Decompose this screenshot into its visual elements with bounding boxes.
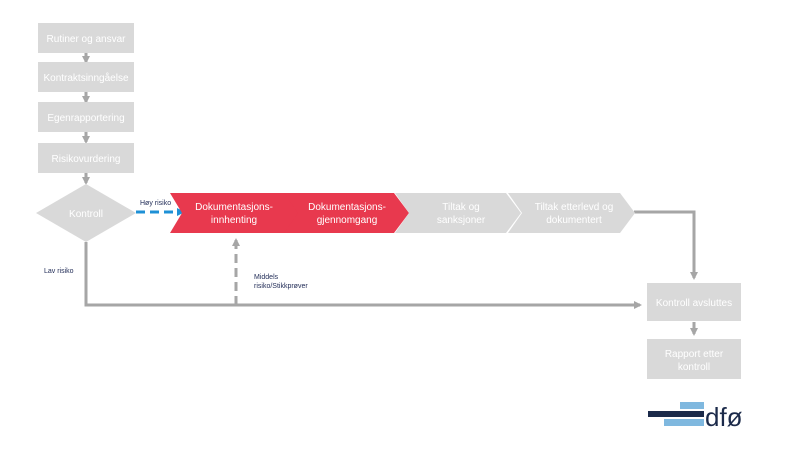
logo-bar-middle	[648, 411, 704, 417]
dfo-logo: dfø	[648, 402, 743, 432]
step-etterlevd-line2: dokumentert	[546, 215, 602, 226]
step-tiltak-line2: sanksjoner	[437, 215, 486, 226]
step-tiltak-line1: Tiltak og	[442, 202, 479, 213]
logo-bar-top	[680, 402, 704, 409]
decision-kontroll-label: Kontroll	[69, 209, 103, 220]
step-etterlevd-line1: Tiltak etterlevd og	[535, 202, 614, 213]
process-step-etterlevd: Tiltak etterlevd og dokumentert	[508, 193, 635, 233]
label-lav-risiko: Lav risiko	[44, 268, 74, 275]
step-innhenting-line1: Dokumentasjons-	[195, 202, 273, 213]
box-kontrakt: Kontraktsinngåelse	[38, 62, 134, 92]
box-rutiner: Rutiner og ansvar	[38, 23, 134, 53]
box-rutiner-label: Rutiner og ansvar	[47, 34, 127, 45]
process-step-gjennomgang: Dokumentasjons- gjennomgang	[284, 193, 409, 233]
process-step-tiltak: Tiltak og sanksjoner	[395, 193, 521, 233]
label-middels-line1: Middels	[254, 274, 279, 281]
box-egenrapportering-label: Egenrapportering	[47, 113, 124, 124]
connector-tiltak-avsluttes	[634, 210, 698, 280]
box-rapport-line1: Rapport etter	[665, 349, 724, 360]
connector-lav-risiko	[84, 242, 642, 309]
box-risikovurdering-label: Risikovurdering	[52, 154, 121, 165]
box-rapport: Rapport etter kontroll	[647, 339, 741, 379]
box-egenrapportering: Egenrapportering	[38, 102, 134, 132]
box-kontroll-avsluttes: Kontroll avsluttes	[647, 283, 741, 321]
logo-text: dfø	[705, 402, 743, 432]
box-kontroll-avsluttes-label: Kontroll avsluttes	[656, 298, 732, 309]
process-step-innhenting: Dokumentasjons- innhenting	[170, 193, 300, 233]
decision-kontroll: Kontroll	[36, 184, 136, 242]
step-gjennomgang-line1: Dokumentasjons-	[308, 202, 386, 213]
logo-bar-bottom	[664, 419, 704, 426]
step-innhenting-line2: innhenting	[211, 215, 257, 226]
box-risikovurdering: Risikovurdering	[38, 143, 134, 173]
label-hoy-risiko: Høy risiko	[140, 200, 171, 207]
box-rapport-line2: kontroll	[678, 362, 710, 373]
step-gjennomgang-line2: gjennomgang	[317, 215, 378, 226]
label-middels-line2: risiko/Stikkprøver	[254, 283, 308, 290]
connectors	[82, 53, 698, 336]
box-kontrakt-label: Kontraktsinngåelse	[43, 72, 128, 84]
